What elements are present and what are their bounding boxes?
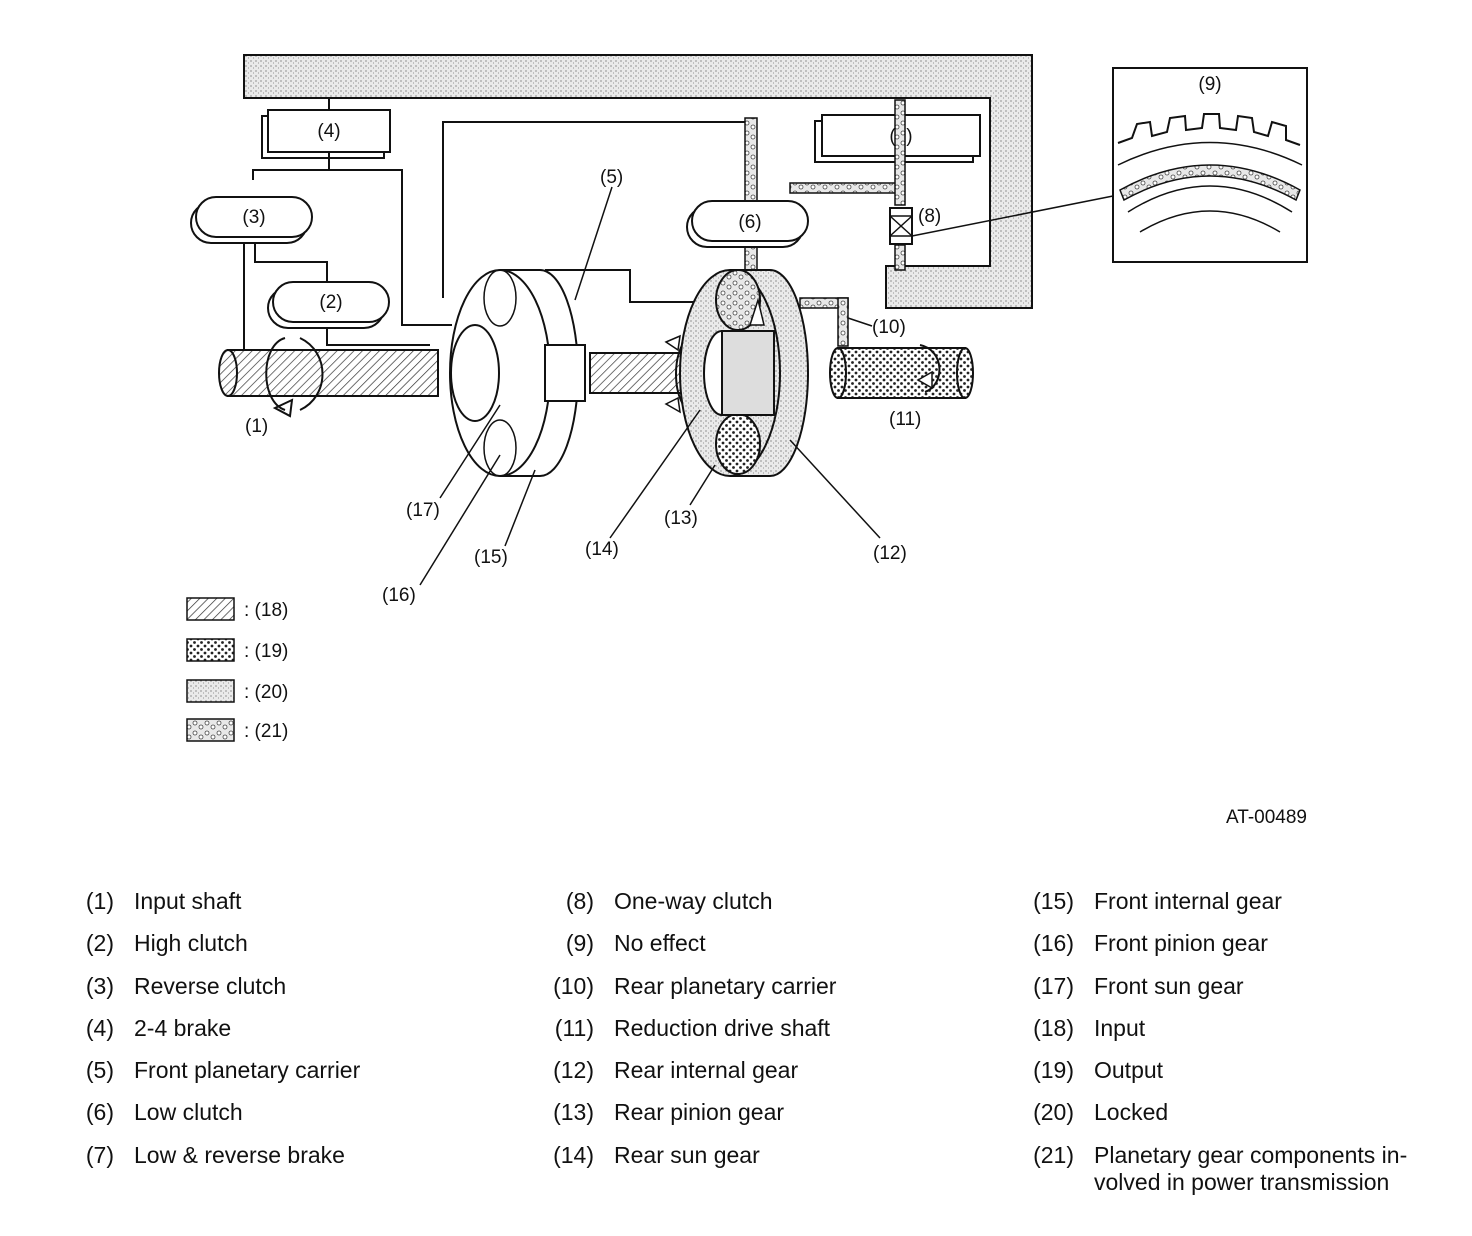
callout-16: (16): [382, 585, 416, 606]
figure-code: AT-00489: [1226, 807, 1307, 828]
high-clutch: (2): [267, 281, 390, 329]
legend-swatch-output: [186, 638, 235, 662]
callout-9: (9): [1198, 74, 1221, 95]
callout-8: (8): [918, 206, 941, 227]
link-lines: [243, 121, 745, 350]
legend-swatch-locked: [186, 679, 235, 703]
leader-lines: [419, 186, 881, 586]
legend-swatch-involved: [186, 718, 235, 742]
low-reverse-brake: (7): [814, 114, 981, 163]
low-clutch: (6): [686, 200, 809, 248]
reverse-clutch: (3): [190, 196, 313, 244]
callout-13: (13): [664, 508, 698, 529]
legend-label-19: : (19): [244, 641, 288, 662]
callout-11: (11): [889, 409, 921, 430]
pattern-legend: : (18) : (19) : (20) : (21): [186, 597, 288, 742]
leader-line-8-9: [911, 195, 1114, 237]
legend-label-18: : (18): [244, 600, 288, 621]
legend-label-20: : (20): [244, 682, 288, 703]
callout-15: (15): [474, 547, 508, 568]
callout-10: (10): [872, 317, 906, 338]
input-shaft: [218, 337, 439, 418]
transmission-power-flow-diagram: (4) (7) (8) (9): [186, 54, 1308, 828]
callout-5: (5): [600, 167, 623, 188]
callout-3: (3): [242, 207, 265, 228]
brake-2-4: (4): [261, 109, 391, 159]
callout-4: (4): [317, 121, 340, 142]
callout-17: (17): [406, 500, 440, 521]
callout-12: (12): [873, 543, 907, 564]
callout-14: (14): [585, 539, 619, 560]
one-way-clutch: (8): [889, 206, 941, 245]
front-planetary-set: [449, 269, 586, 477]
one-way-clutch-inset: (9): [1112, 67, 1308, 263]
transmission-case: [243, 54, 1033, 309]
component-key: (1)Input shaft (2)High clutch (3)Reverse…: [85, 888, 1408, 1195]
callout-2: (2): [319, 292, 342, 313]
callout-6: (6): [738, 212, 761, 233]
legend-label-21: : (21): [244, 721, 288, 742]
callout-1: (1): [245, 416, 268, 437]
rear-planetary-set: [679, 269, 809, 477]
reduction-drive-shaft: [829, 344, 974, 399]
legend-swatch-input: [186, 597, 235, 621]
